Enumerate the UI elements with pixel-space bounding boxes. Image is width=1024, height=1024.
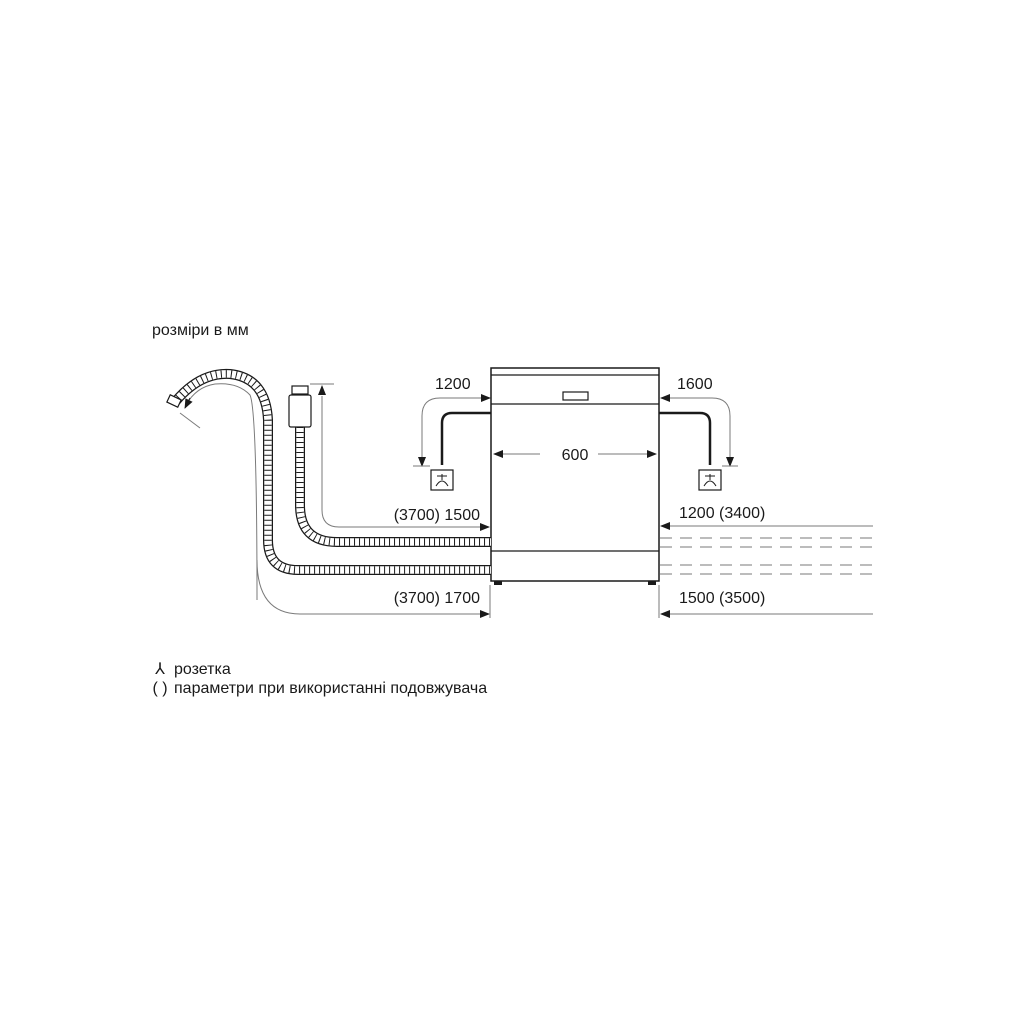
control-panel-display (562, 391, 589, 401)
inlet-hose-left-length: (3700) 1500 (394, 507, 480, 524)
inlet-hose: (3700) 1500 (288, 383, 491, 547)
width-label: 600 (562, 447, 589, 464)
legend-extension: ( ) параметри при використанні подовжува… (152, 679, 487, 698)
aquastop-valve (288, 394, 312, 428)
legend-extension-label: параметри при використанні подовжувача (174, 680, 488, 697)
socket-symbol-icon: ⅄ (155, 661, 165, 678)
right-hose-dimensions: 1200 (3400) 1500 (3500) (658, 505, 873, 618)
foot-left (494, 581, 502, 585)
drain-hose-left-length: (3700) 1700 (394, 590, 480, 607)
drain-hose-end (166, 394, 182, 408)
drain-hose: (3700) 1700 (166, 368, 491, 618)
parentheses-symbol: ( ) (152, 680, 168, 697)
legend-socket: ⅄ розетка (152, 660, 487, 679)
diagram-title: розміри в мм (152, 322, 249, 339)
cable-right-length: 1600 (677, 376, 713, 393)
inlet-hose-right-length: 1200 (3400) (679, 505, 765, 522)
legend: ⅄ розетка ( ) параметри при використанні… (152, 660, 487, 698)
drain-hose-right-length: 1500 (3500) (679, 590, 765, 607)
power-cable-right: 1600 (659, 376, 738, 491)
inlet-connector (291, 385, 309, 395)
legend-socket-label: розетка (174, 661, 231, 678)
width-dimension: 600 (493, 447, 657, 464)
cable-left-length: 1200 (435, 376, 471, 393)
power-cable-left: 1200 (413, 376, 491, 491)
foot-right (648, 581, 656, 585)
dishwasher-body (490, 367, 660, 585)
